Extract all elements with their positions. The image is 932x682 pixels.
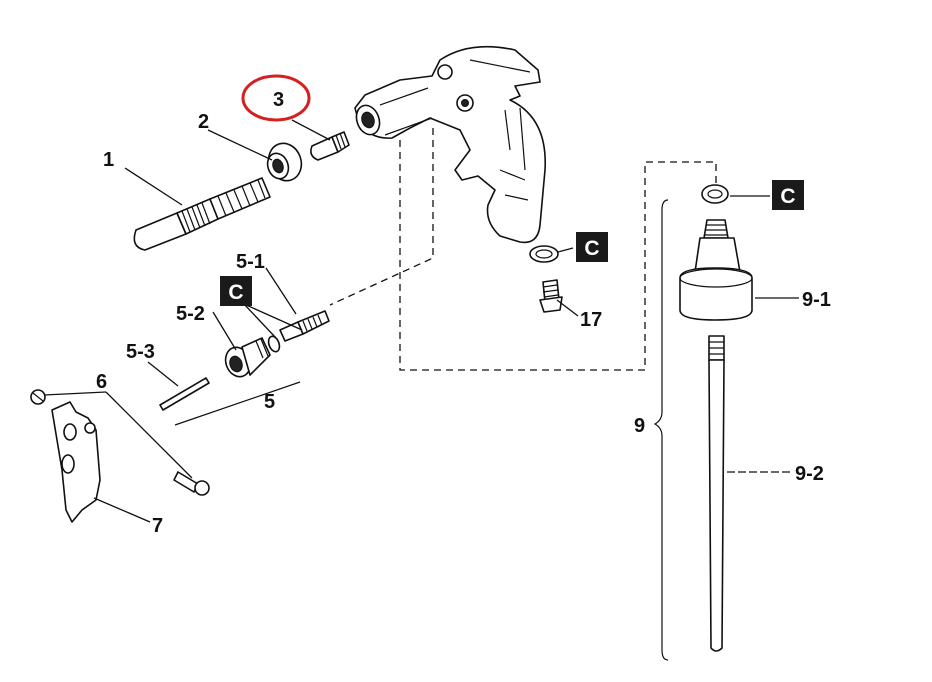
- part-1-extension-tube: [133, 177, 271, 251]
- label-part-1: 1: [103, 149, 114, 171]
- label-part-17: 17: [580, 309, 602, 331]
- badge-c-center-text: C: [584, 237, 599, 260]
- label-part-5-2: 5-2: [176, 303, 205, 325]
- label-part-3: 3: [273, 89, 284, 111]
- part-5-2-valve-seat: [224, 335, 281, 378]
- assembly-dash-lines: [329, 128, 717, 371]
- part-3-nozzle-fitting: [310, 131, 350, 161]
- label-part-9-1: 9-1: [802, 289, 831, 311]
- label-part-5-1: 5-1: [236, 251, 265, 273]
- label-part-7: 7: [152, 515, 163, 537]
- label-part-5: 5: [264, 391, 275, 413]
- label-part-9: 9: [634, 415, 645, 437]
- assembly-brackets: [174, 199, 669, 661]
- part-9-1-base-cone: [679, 219, 753, 321]
- part-9-2-tube: [708, 335, 725, 652]
- label-part-5-3: 5-3: [126, 341, 155, 363]
- label-part-6: 6: [96, 371, 107, 393]
- badge-c-left: C: [220, 276, 252, 306]
- part-17-plug-fitting: [539, 279, 563, 313]
- part-5-1-valve-stem: [279, 310, 330, 342]
- badge-c-right: C: [772, 180, 804, 210]
- part-2-knurled-nut: [266, 142, 303, 182]
- part-6-screws: [30, 389, 210, 496]
- badge-c-right-text: C: [780, 185, 795, 208]
- label-part-9-2: 9-2: [795, 463, 824, 485]
- part-labels: 1 2 3 5-1 5-2 5-3 5 6 7 17 9 9-1 9-2: [96, 89, 831, 537]
- leader-lines: [43, 119, 799, 523]
- badge-c-center: C: [576, 232, 608, 262]
- gun-body: [354, 45, 546, 244]
- part-5-3-pin: [159, 377, 210, 411]
- seal-ring-center: [529, 245, 559, 263]
- part-7-trigger: [51, 401, 101, 523]
- label-part-2: 2: [198, 111, 209, 133]
- badge-c-left-text: C: [228, 281, 243, 304]
- highlight-circle-part-3: [241, 74, 311, 122]
- seal-ring-right: [701, 184, 729, 204]
